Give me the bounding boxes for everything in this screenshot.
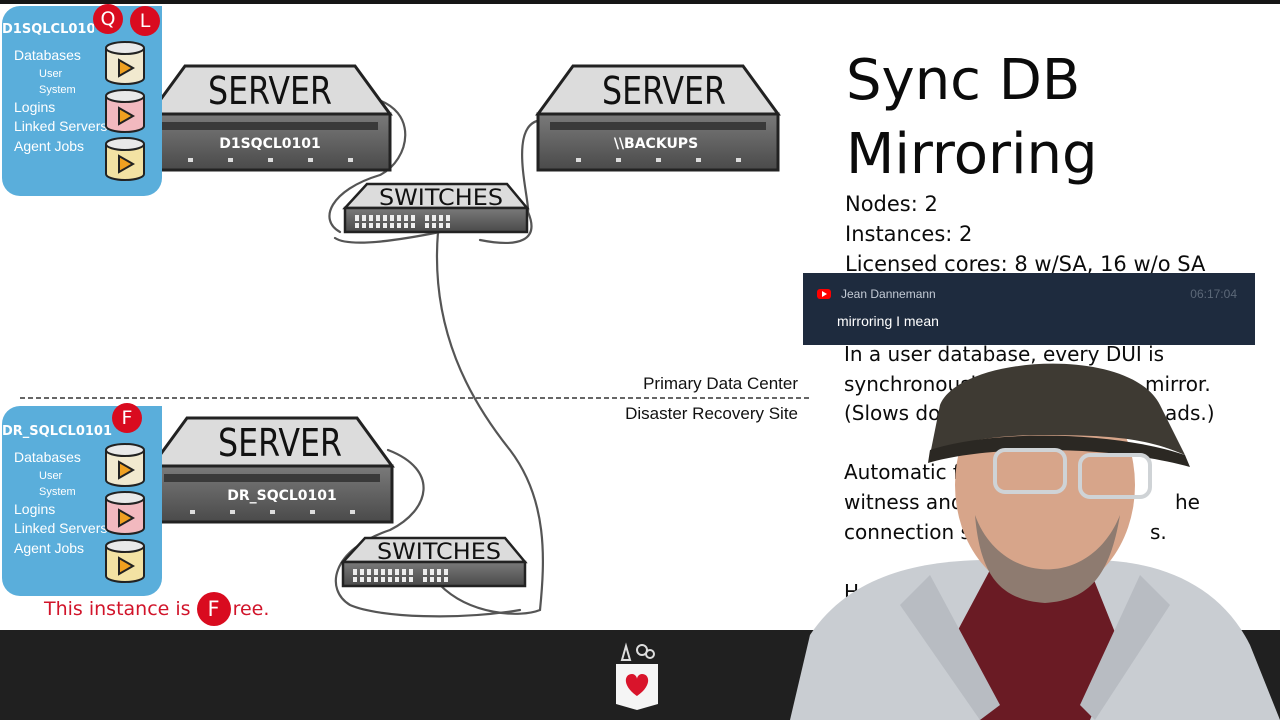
failover-paragraph-line-end: s. [1150, 520, 1167, 544]
dr-instance-name: DR_SQLCL0101 [2, 424, 113, 439]
server-backups-word: SERVER [602, 69, 726, 113]
slide-title: Sync DB Mirroring [846, 44, 1098, 192]
server-backups: SERVER \\BACKUPS [535, 64, 781, 172]
tree-item-user[interactable]: User [39, 67, 63, 80]
badge-l: L [130, 6, 160, 36]
tree-item-user[interactable]: User [39, 469, 63, 482]
tree-item-system[interactable]: System [39, 485, 76, 498]
cable-switch-to-dr [435, 230, 544, 615]
primary-site-label: Primary Data Center [643, 374, 798, 393]
tree-item-databases[interactable]: Databases [14, 449, 81, 465]
cable-dr-server [334, 448, 522, 618]
server-primary: SERVER D1SQCL0101 [147, 64, 393, 172]
badge-f: F [112, 403, 142, 433]
database-stack-icon [105, 443, 145, 583]
free-note-badge: F [196, 592, 231, 626]
sync-paragraph-line: In a user database, every DUI is [844, 342, 1165, 366]
chat-author: Jean Dannemann [841, 287, 936, 301]
fact-instances: Instances: 2 [845, 222, 973, 246]
fact-licensed-cores: Licensed cores: 8 w/SA, 16 w/o SA [845, 252, 1206, 276]
sync-paragraph-line-end: ads.) [1165, 401, 1215, 425]
switch-dr: SWITCHES [340, 536, 528, 588]
server-dr-label: DR_SQCL0101 [227, 488, 337, 504]
cable-primary-loop [333, 230, 442, 244]
switch-primary: SWITCHES [342, 182, 530, 234]
slide-title-line: Sync DB [846, 48, 1081, 113]
server-primary-label: D1SQCL0101 [219, 136, 321, 152]
tree-item-logins[interactable]: Logins [14, 98, 56, 115]
free-note-text-end: ree. [232, 598, 270, 620]
chat-message-text: mirroring I mean [837, 313, 939, 329]
primary-object-tree: Databases User System Logins Linked Serv… [14, 46, 107, 156]
server-backups-label: \\BACKUPS [614, 136, 698, 152]
fact-nodes: Nodes: 2 [845, 192, 938, 216]
free-instance-note: This instance is F ree. [44, 592, 269, 626]
free-note-text: This instance is [44, 598, 191, 620]
tree-item-logins[interactable]: Logins [14, 500, 56, 517]
tree-item-databases[interactable]: Databases [14, 47, 81, 63]
youtube-icon [817, 289, 831, 299]
primary-instance-name: D1SQLCL0101 [2, 22, 94, 37]
tree-item-linked-servers[interactable]: Linked Servers [14, 118, 108, 134]
failover-paragraph-line: connection st [844, 520, 979, 544]
server-dr-word: SERVER [218, 421, 342, 465]
server-dr: SERVER DR_SQCL0101 [149, 416, 395, 524]
sync-paragraph-line-end: mirror. [1145, 372, 1211, 396]
tree-item-agent-jobs[interactable]: Agent Jobs [14, 539, 85, 556]
database-stack-icon [105, 41, 145, 181]
dr-object-tree: Databases User System Logins Linked Serv… [14, 448, 107, 558]
badge-q: Q [93, 4, 123, 34]
server-primary-word: SERVER [208, 69, 332, 113]
top-border [0, 0, 1280, 4]
presenter-webcam [790, 363, 1280, 720]
slide-title-line: Mirroring [846, 122, 1098, 187]
chat-timestamp: 06:17:04 [1190, 287, 1237, 301]
tree-item-agent-jobs[interactable]: Agent Jobs [14, 137, 85, 154]
live-chat-message[interactable]: Jean Dannemann 06:17:04 mirroring I mean [803, 273, 1255, 345]
failover-paragraph-line-end: he [1175, 490, 1200, 514]
heart-pocket-logo-icon [616, 642, 658, 710]
dr-site-label: Disaster Recovery Site [625, 404, 798, 423]
cable-primary-server [328, 96, 407, 234]
tree-item-system[interactable]: System [39, 83, 76, 96]
tree-item-linked-servers[interactable]: Linked Servers [14, 520, 108, 536]
